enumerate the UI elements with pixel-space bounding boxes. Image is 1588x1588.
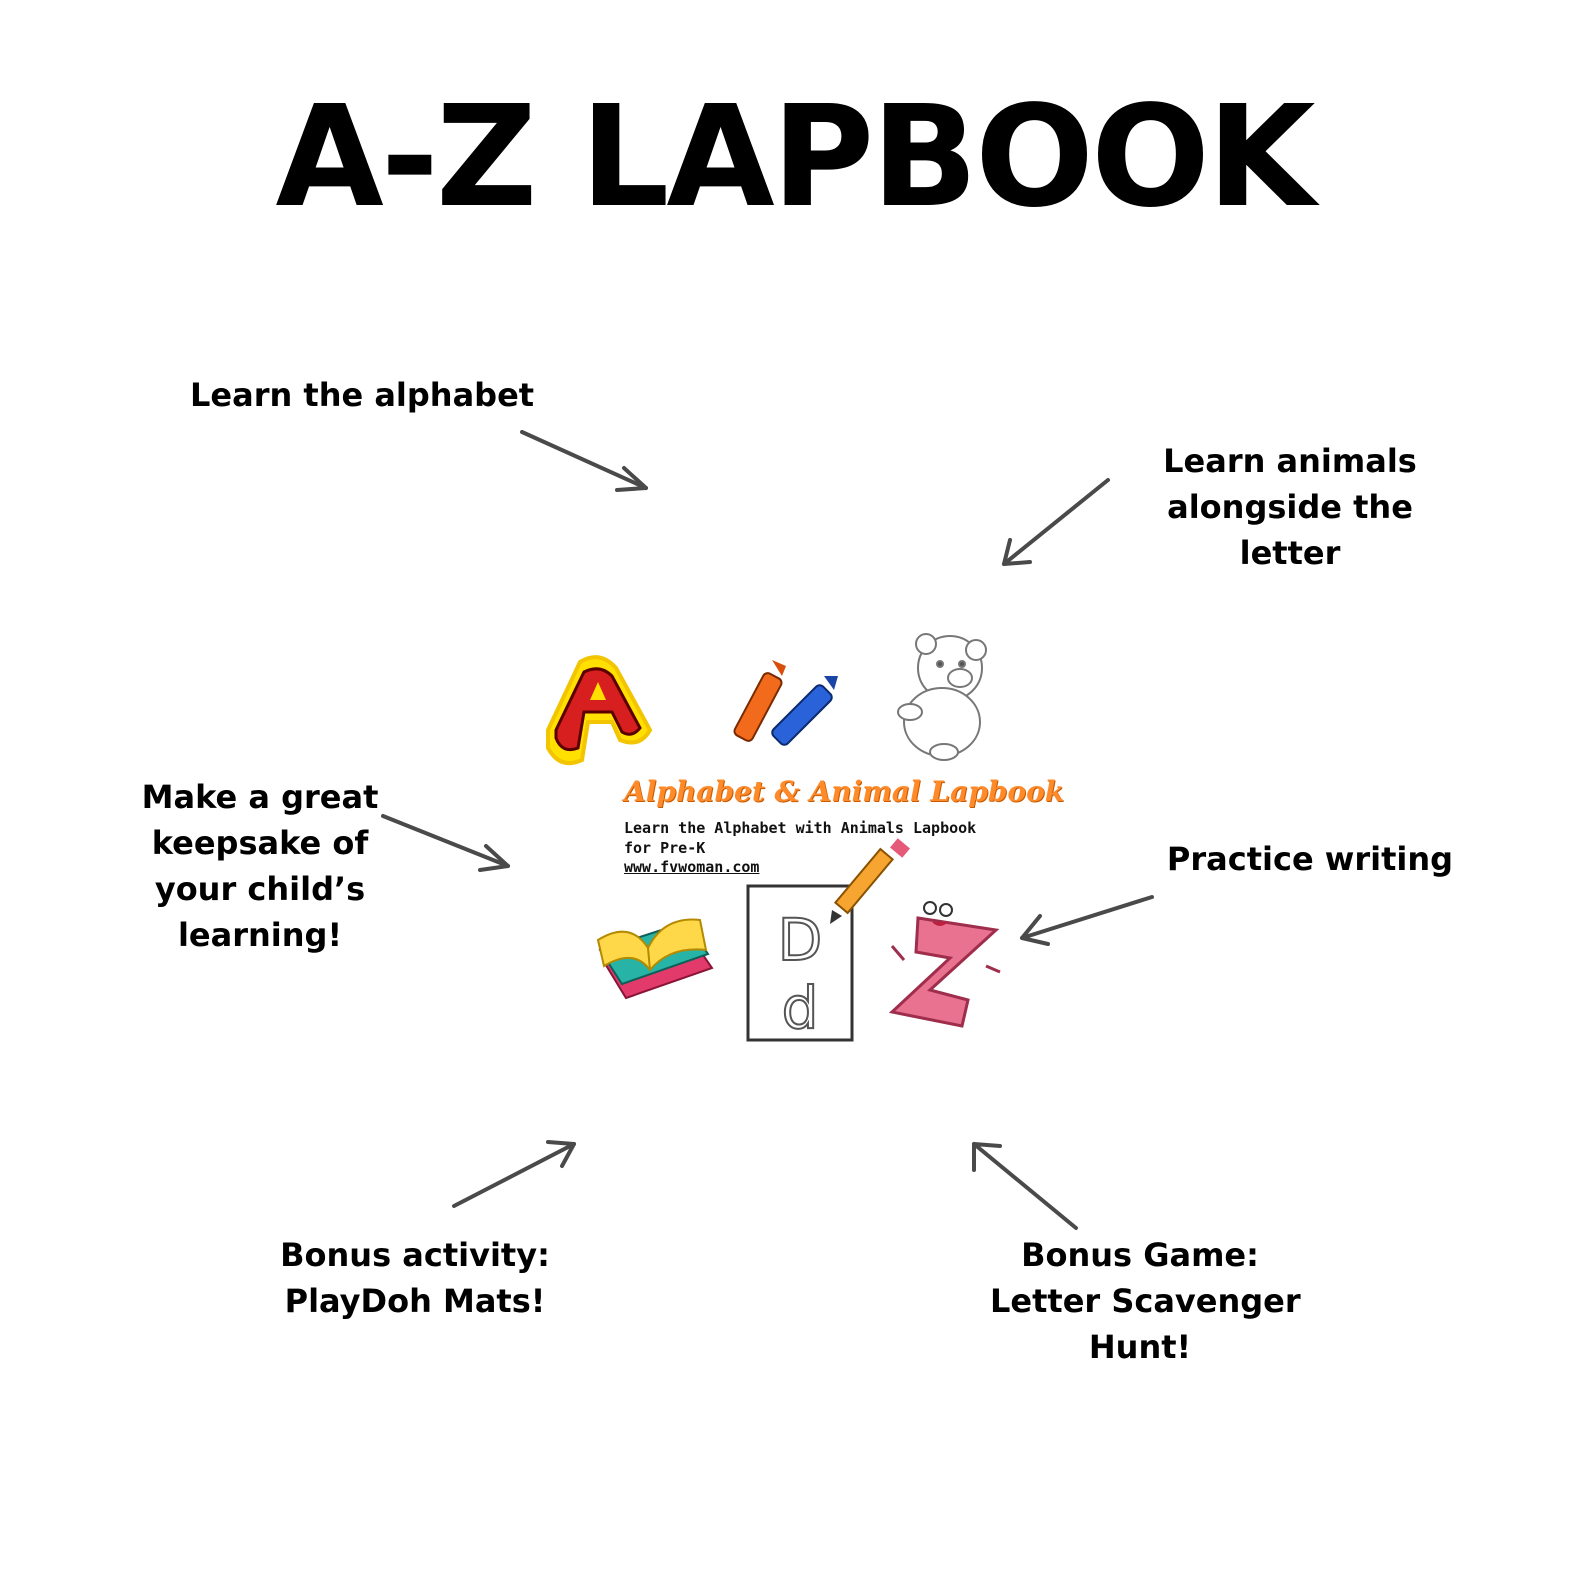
callout-practice-writing: Practice writing [1160, 836, 1460, 882]
arrow-keepsake [381, 814, 510, 872]
callout-line: Bonus activity: [280, 1236, 550, 1274]
callout-line: Practice writing [1166, 840, 1454, 878]
letter-z-character-icon [888, 901, 1001, 1028]
tracing-card-icon: D d [746, 884, 854, 1043]
callout-line: Make a great [141, 778, 379, 816]
callout-line: keepsake of [151, 824, 369, 862]
callout-line: Bonus Game: [1021, 1236, 1259, 1274]
cover-url: www.fvwoman.com [624, 858, 760, 876]
books-icon [596, 918, 714, 1000]
arrow-scavenger [972, 1142, 1078, 1230]
pencil-icon [830, 838, 910, 924]
letter-a-icon [546, 655, 653, 765]
bear-icon [897, 633, 987, 761]
callout-playdoh: Bonus activity: PlayDoh Mats! [270, 1232, 560, 1324]
callout-line: Learn the alphabet [190, 376, 535, 414]
tracing-letter-lower: d [782, 974, 819, 1042]
page-title: A-Z LAPBOOK [275, 76, 1315, 239]
callout-learn-alphabet: Learn the alphabet [190, 372, 535, 418]
callout-line: alongside the [1167, 488, 1413, 526]
cover-subtitle: Learn the Alphabet with Animals Lapbook … [624, 819, 977, 857]
callout-line: Hunt! [1088, 1328, 1192, 1366]
callout-line: Letter Scavenger [990, 1282, 1301, 1320]
arrow-animals [1002, 478, 1110, 566]
crayons-icon [733, 660, 838, 746]
callout-scavenger: Bonus Game: Letter Scavenger Hunt! [990, 1232, 1301, 1370]
cover-title: Alphabet & Animal Lapbook [624, 775, 1065, 808]
callout-keepsake: Make a great keepsake of your child’s le… [130, 774, 390, 958]
callout-learn-animals: Learn animals alongside the letter [1150, 438, 1430, 576]
arrow-alphabet [520, 430, 648, 492]
callout-line: PlayDoh Mats! [284, 1282, 546, 1320]
arrow-playdoh [452, 1140, 576, 1208]
callout-line: Learn animals [1163, 442, 1417, 480]
arrow-writing [1020, 895, 1154, 946]
callout-line: your child’s [154, 870, 366, 908]
callout-line: letter [1239, 534, 1341, 572]
tracing-letter-upper: D [778, 906, 823, 974]
callout-line: learning! [177, 916, 343, 954]
